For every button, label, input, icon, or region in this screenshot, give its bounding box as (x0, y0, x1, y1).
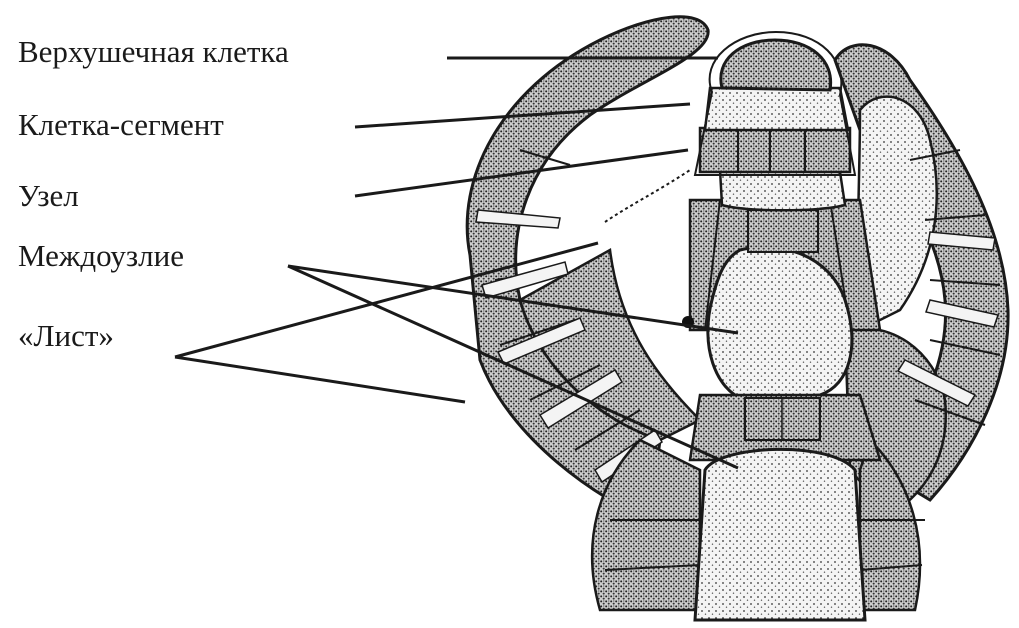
label-node: Узел (18, 178, 79, 213)
fringe-hairs (605, 170, 690, 222)
label-leaf: «Лист» (18, 318, 114, 353)
apical-cell (721, 40, 831, 90)
label-internode: Междоузлие (18, 238, 184, 273)
label-apical-cell: Верхушечная клетка (18, 34, 289, 69)
label-segment-cell: Клетка-сегмент (18, 107, 224, 142)
node-cell (700, 128, 850, 172)
central-axis (690, 32, 880, 620)
leader-leaf-lower (175, 357, 465, 402)
